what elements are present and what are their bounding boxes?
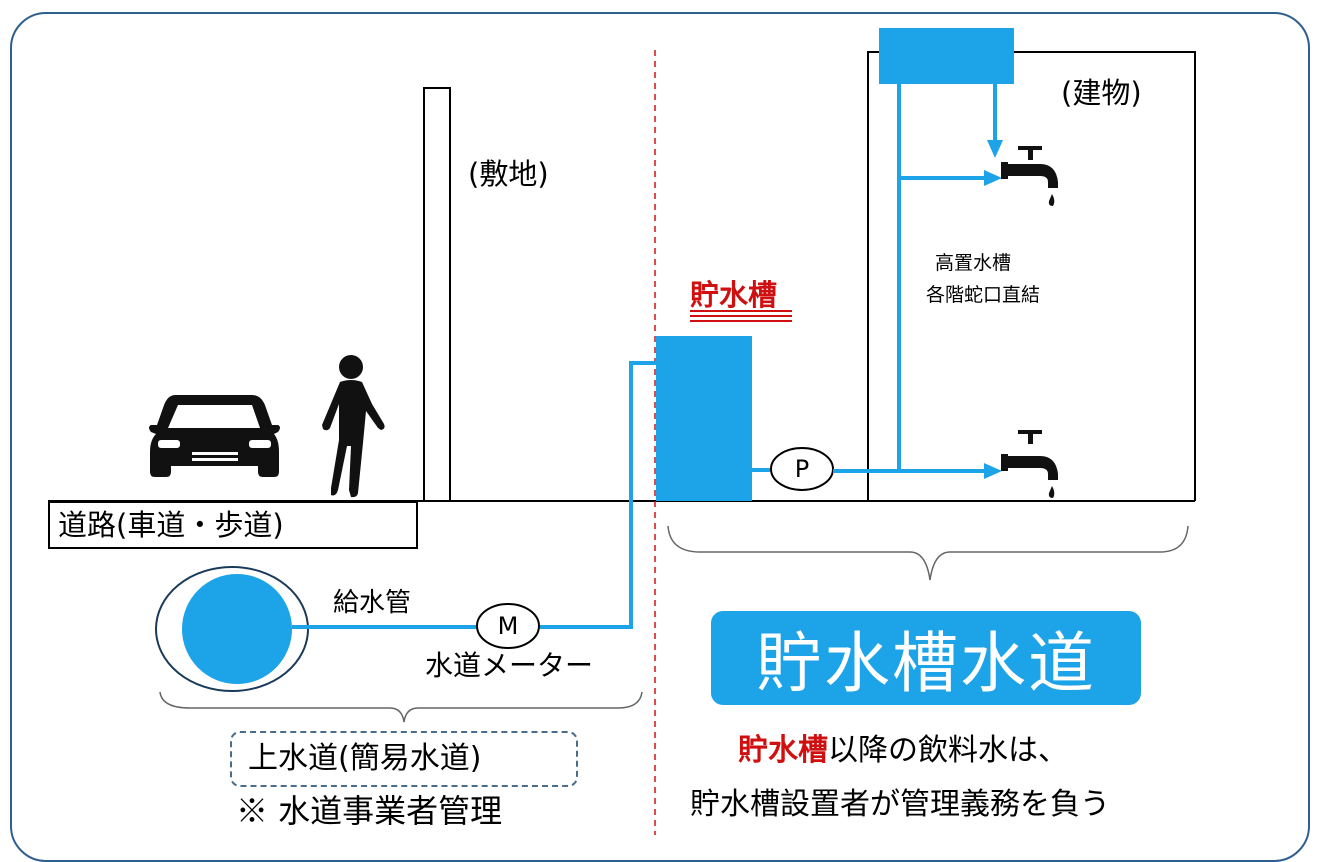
storage-tank-label: 貯水槽 xyxy=(690,278,778,312)
water-meter-label: 水道メーター xyxy=(425,649,594,682)
brace-public xyxy=(159,691,643,723)
water-main-inner xyxy=(182,574,292,684)
public-water-label: 上水道(簡易水道) xyxy=(248,741,482,776)
supply-pipe-2 xyxy=(540,361,656,629)
site-label: (敷地) xyxy=(468,157,549,191)
tank-water-system-box: 貯水槽水道 xyxy=(711,611,1141,705)
road-label: 道路(車道・歩道) xyxy=(58,508,284,542)
water-meter xyxy=(476,603,540,649)
pedestrian-icon xyxy=(322,355,385,498)
duty-highlight: 貯水槽 xyxy=(738,733,828,768)
storage-tank xyxy=(656,336,752,501)
public-water-box xyxy=(230,731,578,787)
duty-text-line1: 貯水槽以降の飲料水は、 xyxy=(738,736,1068,766)
brace-private xyxy=(667,525,1189,581)
building-outline xyxy=(867,51,1196,501)
duty-text-rest: 以降の飲料水は、 xyxy=(828,733,1068,768)
wall xyxy=(423,87,451,502)
road-box xyxy=(48,501,418,549)
car-icon xyxy=(149,395,280,477)
supply-pipe-label: 給水管 xyxy=(333,588,412,618)
pump-symbol: P xyxy=(794,455,810,483)
building-label: (建物) xyxy=(1061,76,1142,110)
duty-text-line2: 貯水槽設置者が管理義務を負う xyxy=(690,787,1110,822)
public-water-note: ※ 水道事業者管理 xyxy=(236,792,503,830)
water-system-diagram xyxy=(48,28,1196,835)
faucet-icon xyxy=(1001,146,1058,206)
direct-faucet-label: 各階蛇口直結 xyxy=(926,284,1041,306)
elevated-tank-label: 高置水槽 xyxy=(935,252,1012,274)
meter-symbol: M xyxy=(497,612,519,640)
elevated-tank xyxy=(879,28,1014,84)
faucet-icon xyxy=(1001,430,1058,498)
tank-water-system-title: 貯水槽水道 xyxy=(756,625,1096,702)
